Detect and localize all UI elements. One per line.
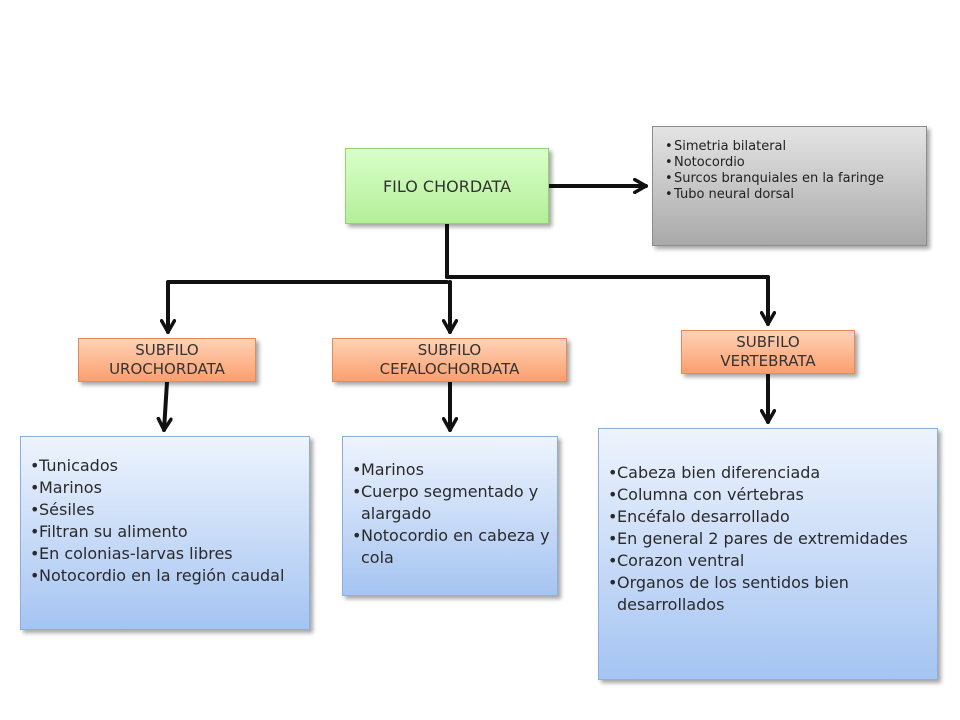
subfilo-urochordata-box: SUBFILO UROCHORDATA bbox=[78, 338, 256, 382]
list-item: Notocordio bbox=[665, 155, 918, 171]
arrow-uro-to-details bbox=[164, 380, 167, 432]
subfilo-urochordata-line2: UROCHORDATA bbox=[109, 360, 225, 378]
traits-list: Simetria bilateralNotocordioSurcos branq… bbox=[665, 139, 918, 203]
filo-chordata-label: FILO CHORDATA bbox=[382, 176, 512, 196]
list-item: Organos de los sentidos bien desarrollad… bbox=[608, 572, 931, 616]
list-item: Encéfalo desarrollado bbox=[608, 506, 931, 528]
subfilo-cefalochordata-line1: SUBFILO bbox=[417, 341, 482, 359]
cefalochordata-details-list: MarinosCuerpo segmentado y alargadoNotoc… bbox=[352, 459, 551, 569]
list-item: Cabeza bien diferenciada bbox=[608, 462, 931, 484]
list-item: Filtran su alimento bbox=[30, 521, 303, 543]
list-item: Corazon ventral bbox=[608, 550, 931, 572]
chordata-traits-box: Simetria bilateralNotocordioSurcos branq… bbox=[652, 126, 927, 246]
vertebrata-details-list: Cabeza bien diferenciadaColumna con vért… bbox=[608, 462, 931, 616]
list-item: Marinos bbox=[352, 459, 551, 481]
filo-chordata-box: FILO CHORDATA bbox=[345, 148, 549, 224]
list-item: Columna con vértebras bbox=[608, 484, 931, 506]
arrow-root-to-uro bbox=[168, 280, 449, 334]
subfilo-vertebrata-line2: VERTEBRATA bbox=[720, 352, 816, 370]
cefalochordata-details-box: MarinosCuerpo segmentado y alargadoNotoc… bbox=[342, 436, 558, 596]
list-item: Notocordio en cabeza y cola bbox=[352, 525, 551, 569]
list-item: Simetria bilateral bbox=[665, 139, 918, 155]
subfilo-cefalochordata-box: SUBFILO CEFALOCHORDATA bbox=[332, 338, 567, 382]
list-item: Sésiles bbox=[30, 499, 303, 521]
urochordata-details-list: TunicadosMarinosSésilesFiltran su alimen… bbox=[30, 455, 303, 587]
list-item: Cuerpo segmentado y alargado bbox=[352, 481, 551, 525]
list-item: Tubo neural dorsal bbox=[665, 187, 918, 203]
list-item: En general 2 pares de extremidades bbox=[608, 528, 931, 550]
list-item: Tunicados bbox=[30, 455, 303, 477]
list-item: Marinos bbox=[30, 477, 303, 499]
urochordata-details-box: TunicadosMarinosSésilesFiltran su alimen… bbox=[20, 436, 310, 630]
subfilo-cefalochordata-line2: CEFALOCHORDATA bbox=[379, 360, 520, 378]
list-item: En colonias-larvas libres bbox=[30, 543, 303, 565]
list-item: Notocordio en la región caudal bbox=[30, 565, 303, 587]
subfilo-urochordata-line1: SUBFILO bbox=[135, 341, 199, 359]
arrow-root-to-vert bbox=[445, 275, 768, 326]
subfilo-vertebrata-box: SUBFILO VERTEBRATA bbox=[681, 330, 855, 374]
subfilo-vertebrata-line1: SUBFILO bbox=[736, 333, 800, 351]
vertebrata-details-box: Cabeza bien diferenciadaColumna con vért… bbox=[598, 428, 938, 680]
list-item: Surcos branquiales en la faringe bbox=[665, 171, 918, 187]
